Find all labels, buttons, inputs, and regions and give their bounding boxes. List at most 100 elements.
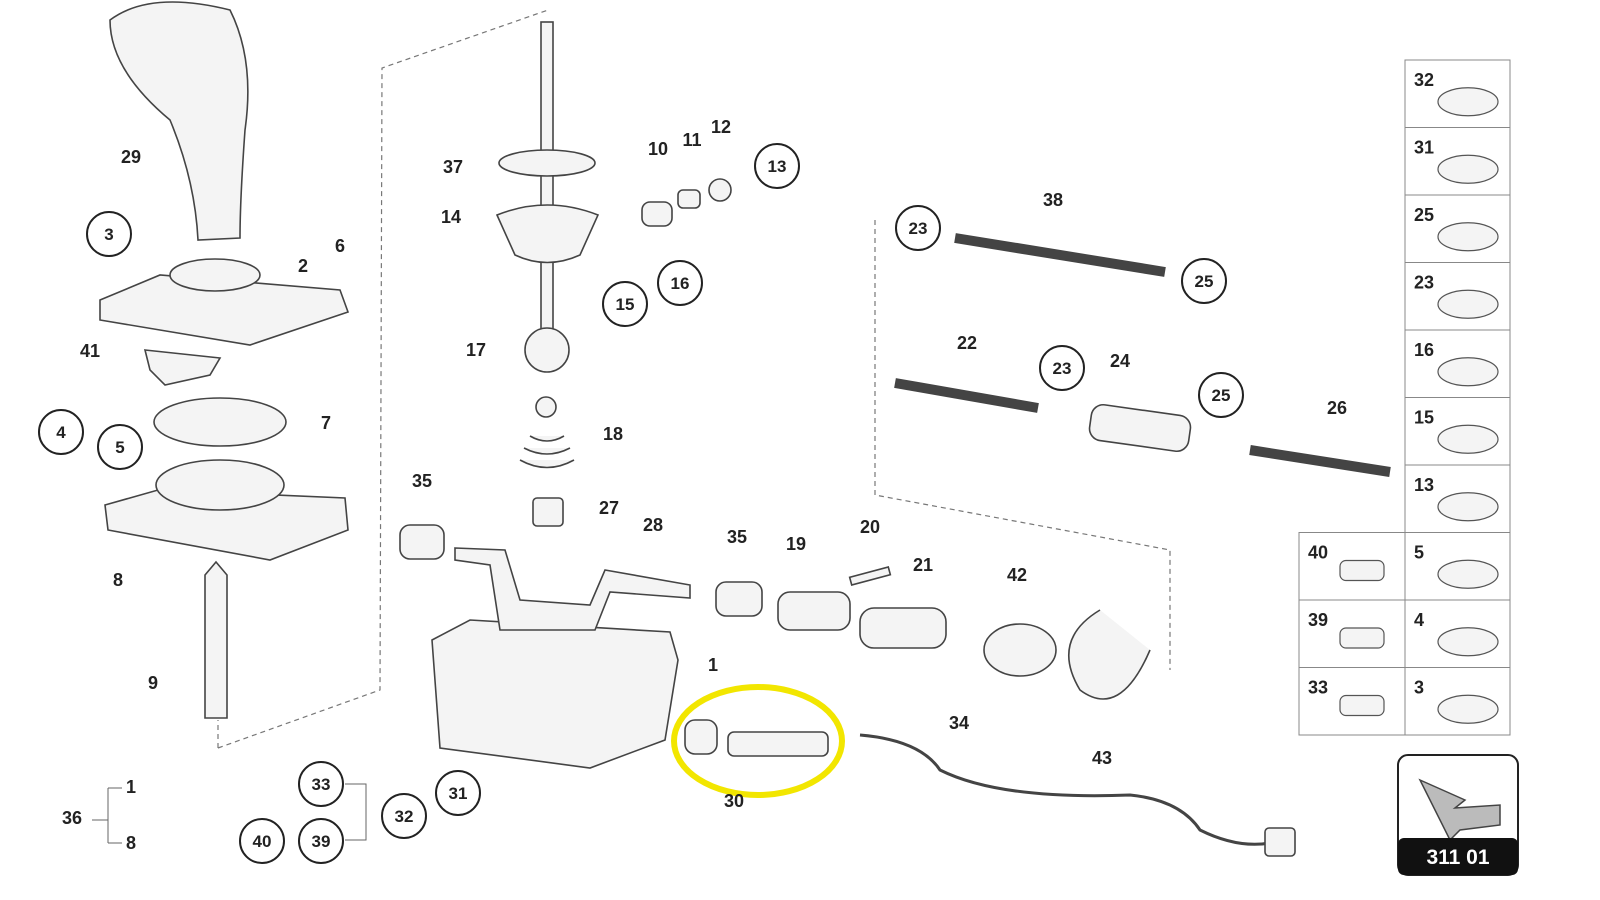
callout-label: 39: [312, 832, 331, 851]
callout-label: 17: [466, 340, 486, 360]
hardware-label: 3: [1414, 678, 1424, 698]
hardware-cell: 5: [1404, 532, 1511, 601]
part-10: [641, 201, 673, 227]
hardware-label: 25: [1414, 205, 1434, 225]
hardware-icon: [1437, 289, 1499, 319]
hardware-label: 31: [1414, 138, 1434, 158]
hardware-icon: [1437, 492, 1499, 522]
hardware-label: 23: [1414, 273, 1434, 293]
connector: [1264, 827, 1296, 857]
circled-callout: 33: [298, 761, 344, 807]
hardware-label: 16: [1414, 340, 1434, 360]
callout-label: 32: [395, 807, 414, 826]
spring-18: [519, 435, 575, 469]
cover-plate: [99, 274, 350, 346]
circled-callout: 40: [239, 818, 285, 864]
housing-14: [495, 204, 600, 264]
callout-label: 19: [786, 534, 806, 554]
callout-label: 24: [1110, 351, 1130, 371]
hardware-cell: 4: [1404, 599, 1511, 668]
callout-label: 21: [913, 555, 933, 575]
clip-43: [1067, 609, 1151, 700]
hardware-label: 15: [1414, 408, 1434, 428]
callout-label: 25: [1212, 386, 1231, 405]
bracket-41: [143, 349, 222, 386]
hardware-icon: [1437, 154, 1499, 184]
callout-label: 26: [1327, 398, 1347, 418]
callout-label: 29: [121, 147, 141, 167]
selector-arm-28: [454, 547, 691, 631]
circled-callout: 5: [97, 424, 143, 470]
callout-label: 13: [768, 157, 787, 176]
hardware-cell: 3: [1404, 667, 1511, 736]
hardware-cell: 32: [1404, 59, 1511, 128]
callout-label: 4: [56, 423, 66, 442]
circled-callout: 23: [1039, 345, 1085, 391]
callout-label: 40: [253, 832, 272, 851]
callout-label: 2: [298, 256, 308, 276]
hardware-cell: 31: [1404, 127, 1511, 196]
callout-label: 6: [335, 236, 345, 256]
switch-nut: [684, 719, 718, 755]
circled-callout: 15: [602, 281, 648, 327]
callout-label: 8: [126, 833, 136, 853]
hardware-icon: [1437, 222, 1499, 252]
callout-label: 1: [708, 655, 718, 675]
hardware-icon: [1339, 559, 1385, 582]
circled-callout: 16: [657, 260, 703, 306]
callout-label: 23: [1053, 359, 1072, 378]
callout-label: 37: [443, 157, 463, 177]
hardware-label: 32: [1414, 70, 1434, 90]
ring-12: [708, 178, 732, 202]
circled-callout: 25: [1198, 372, 1244, 418]
hardware-label: 4: [1414, 610, 1424, 630]
nav-back-button[interactable]: 311 01: [1397, 754, 1519, 876]
callout-label: 23: [909, 219, 928, 238]
pin-9: [204, 560, 228, 719]
highlight-circle: [671, 684, 845, 798]
callout-label: 15: [616, 295, 635, 314]
hardware-label: 33: [1308, 678, 1328, 698]
assembly-outline-right: [874, 220, 1171, 670]
callout-label: 42: [1007, 565, 1027, 585]
hardware-label: 13: [1414, 475, 1434, 495]
boot-disc: [169, 258, 261, 292]
bush-27: [532, 497, 564, 527]
hardware-label: 39: [1308, 610, 1328, 630]
hardware-icon: [1437, 87, 1499, 117]
rod-26: [1249, 445, 1391, 477]
hardware-label: 40: [1308, 543, 1328, 563]
hardware-cell: 25: [1404, 194, 1511, 263]
circled-callout: 31: [435, 770, 481, 816]
lever-shaft: [540, 21, 554, 343]
callout-label: 28: [643, 515, 663, 535]
hardware-table: 32 31 25 23 16 15 13 5 4 3 40 39 33: [1298, 59, 1511, 736]
ball-end: [535, 396, 557, 418]
callout-label: 3: [104, 225, 113, 244]
circled-callout: 4: [38, 409, 84, 455]
callout-label: 34: [949, 713, 969, 733]
circled-callout: 23: [895, 205, 941, 251]
callout-label: 11: [682, 130, 701, 150]
circled-callout: 13: [754, 143, 800, 189]
callout-label: 43: [1092, 748, 1112, 768]
callout-label: 41: [80, 341, 100, 361]
callout-label: 31: [449, 784, 468, 803]
callout-label: 25: [1195, 272, 1214, 291]
callout-label: 7: [321, 413, 331, 433]
circled-callout: 32: [381, 793, 427, 839]
rod-22: [894, 378, 1039, 413]
kit-36-bracket: [92, 787, 122, 844]
hardware-cell: 33: [1298, 667, 1406, 736]
hardware-cell: 16: [1404, 329, 1511, 398]
rod-38: [954, 233, 1166, 277]
callout-label: 20: [860, 517, 880, 537]
hardware-cell: 23: [1404, 262, 1511, 331]
hardware-icon: [1437, 424, 1499, 454]
callout-label: 10: [648, 139, 668, 159]
callout-label: 12: [711, 117, 731, 137]
sleeve-21: [859, 607, 947, 649]
washer-37: [498, 149, 596, 177]
gate-housing: [155, 459, 285, 511]
